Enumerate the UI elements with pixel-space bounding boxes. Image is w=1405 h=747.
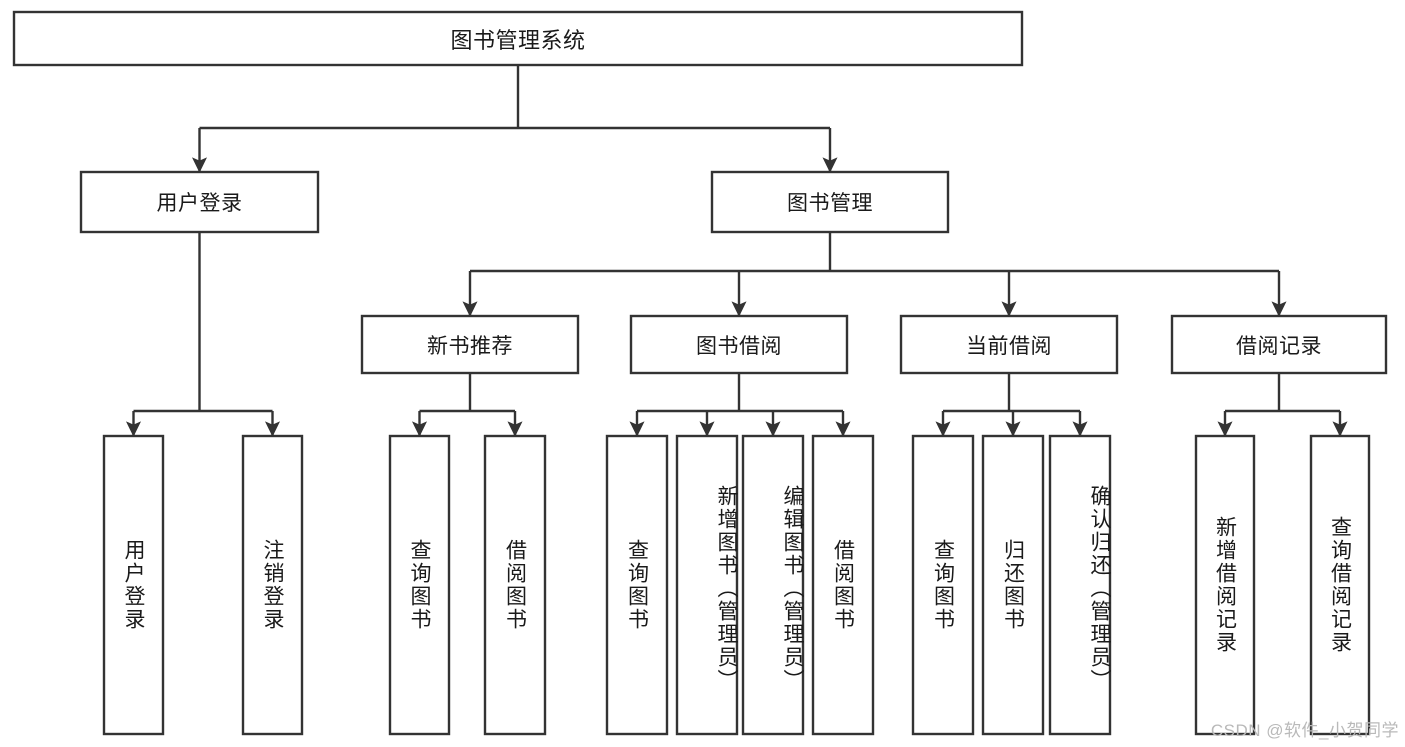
node-box-current-borrow[interactable] <box>899 314 1119 375</box>
node-box-leaf-return-book[interactable] <box>981 434 1045 736</box>
node-leaf-logout[interactable] <box>243 436 302 734</box>
node-leaf-borrow-book-new[interactable] <box>485 436 545 734</box>
node-leaf-confirm-return[interactable] <box>1050 436 1110 734</box>
watermark-text: CSDN @软件_小贺同学 <box>1210 721 1399 740</box>
node-box-leaf-add-record[interactable] <box>1194 434 1256 736</box>
node-box-leaf-confirm-return[interactable] <box>1048 434 1112 736</box>
node-box-leaf-query-book-borrow[interactable] <box>605 434 669 736</box>
node-boxes <box>12 10 1388 736</box>
node-box-new-book-recommend[interactable] <box>360 314 580 375</box>
node-box-leaf-query-book-cur[interactable] <box>911 434 975 736</box>
node-leaf-user-login[interactable] <box>104 436 163 734</box>
node-current-borrow[interactable] <box>901 316 1117 373</box>
node-user-login[interactable] <box>81 172 318 232</box>
node-leaf-query-book-borrow[interactable] <box>607 436 667 734</box>
node-box-leaf-borrow-book[interactable] <box>811 434 875 736</box>
node-leaf-query-book-new[interactable] <box>390 436 449 734</box>
node-root[interactable] <box>14 12 1022 65</box>
node-leaf-return-book[interactable] <box>983 436 1043 734</box>
node-leaf-query-record[interactable] <box>1311 436 1369 734</box>
node-box-leaf-add-book[interactable] <box>675 434 739 736</box>
node-new-book-recommend[interactable] <box>362 316 578 373</box>
node-box-leaf-user-login[interactable] <box>102 434 165 736</box>
node-leaf-edit-book[interactable] <box>743 436 803 734</box>
node-leaf-borrow-book[interactable] <box>813 436 873 734</box>
node-box-root[interactable] <box>12 10 1024 67</box>
node-book-management[interactable] <box>712 172 948 232</box>
node-box-leaf-query-record[interactable] <box>1309 434 1371 736</box>
node-box-user-login[interactable] <box>79 170 320 234</box>
connector-edges <box>125 65 1348 437</box>
node-leaf-add-record[interactable] <box>1196 436 1254 734</box>
node-leaf-add-book[interactable] <box>677 436 737 734</box>
node-book-borrow[interactable] <box>631 316 847 373</box>
node-box-leaf-logout[interactable] <box>241 434 304 736</box>
node-borrow-record[interactable] <box>1172 316 1386 373</box>
node-box-leaf-query-book-new[interactable] <box>388 434 451 736</box>
node-box-leaf-borrow-book-new[interactable] <box>483 434 547 736</box>
node-leaf-query-book-cur[interactable] <box>913 436 973 734</box>
